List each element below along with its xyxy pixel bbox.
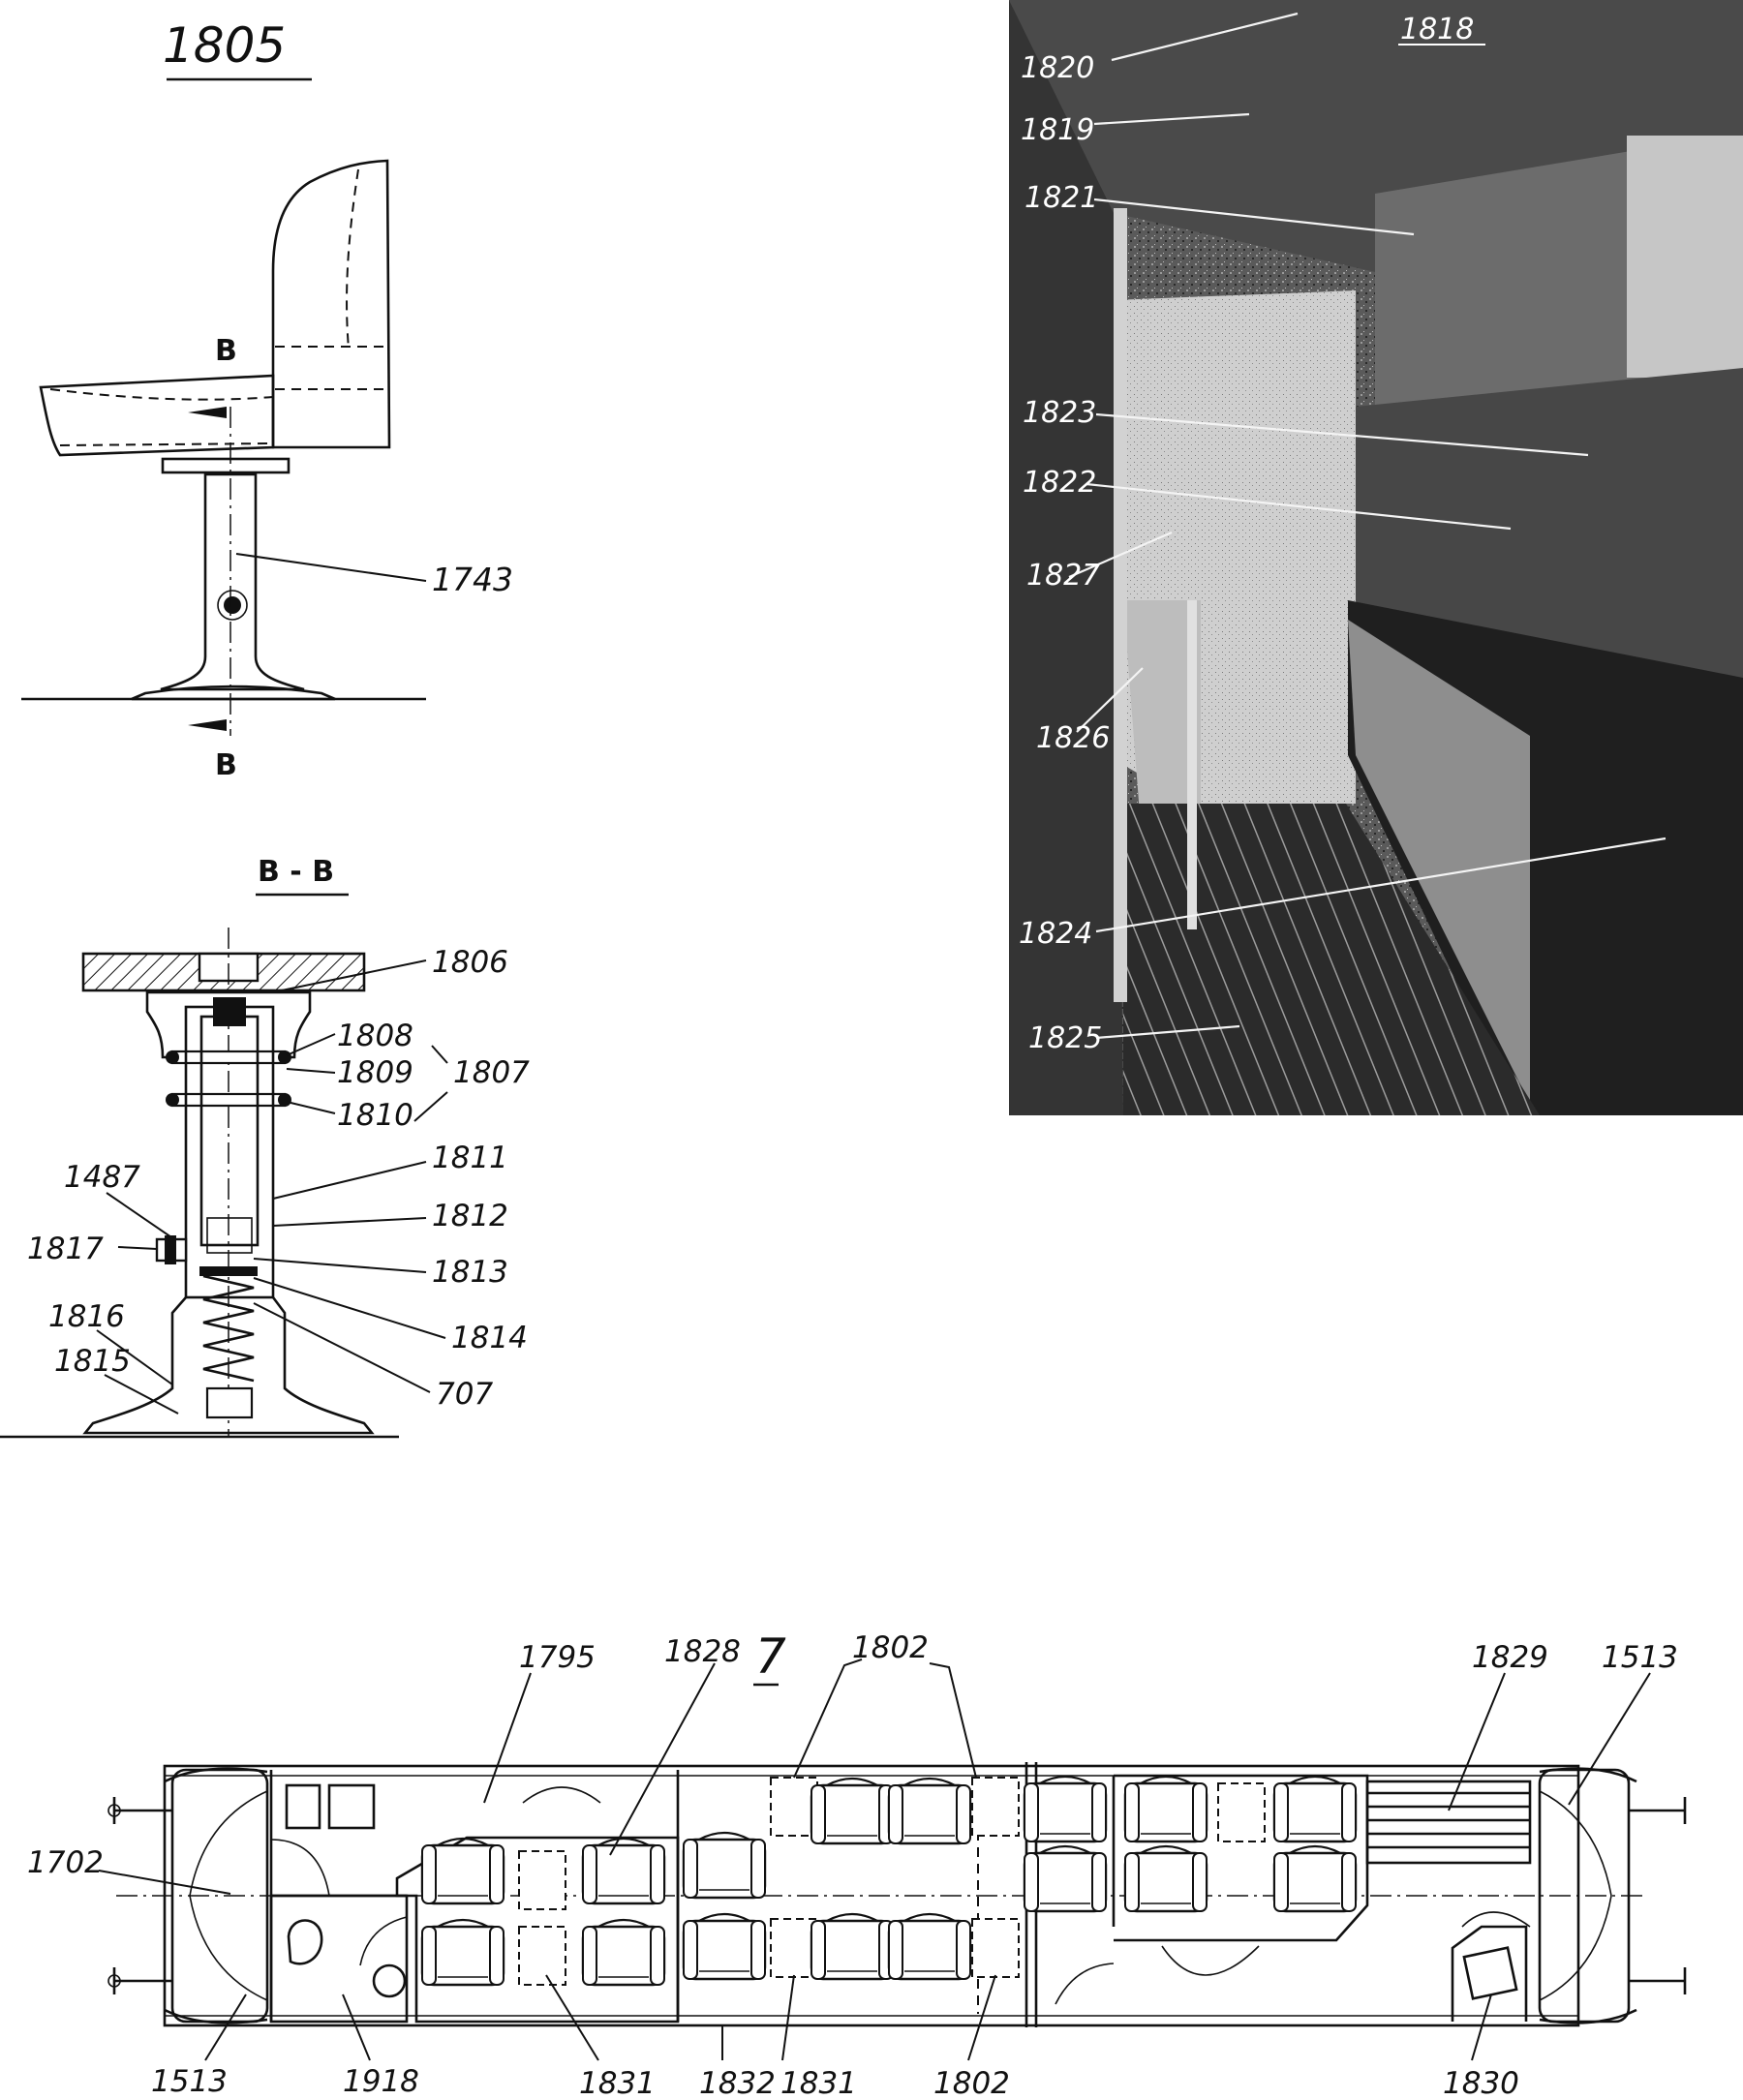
section-mark-top: B <box>215 334 237 368</box>
photo-label-1821: 1821 <box>1024 181 1098 215</box>
plan-label-1918: 1918 <box>343 2064 419 2099</box>
seat-figure-title: 1805 <box>163 17 286 74</box>
plan-label-1828: 1828 <box>664 1634 741 1669</box>
leader-1814 <box>253 1277 446 1339</box>
lock-pin-knob <box>165 1235 176 1264</box>
leader-1743 <box>235 553 427 582</box>
column-inner-sleeve <box>206 1217 253 1254</box>
photo-label-1824: 1824 <box>1019 917 1092 951</box>
section-title: B - B <box>258 855 334 889</box>
compartment-right <box>1114 1774 1369 1942</box>
plan-label-1831-a: 1831 <box>579 2066 656 2100</box>
label-1809: 1809 <box>337 1055 413 1090</box>
leader-1808 <box>286 1033 336 1056</box>
plan-label-1832: 1832 <box>699 2066 776 2100</box>
plan-label-1513-bottom: 1513 <box>151 2064 228 2099</box>
plan-label-1802-bottom: 1802 <box>933 2066 1010 2100</box>
plan-label-1829: 1829 <box>1472 1640 1548 1675</box>
leader-707 <box>253 1302 431 1393</box>
photo-floor <box>1123 804 1540 1115</box>
cushion-inner-dash <box>49 388 274 401</box>
leader-1811 <box>272 1161 427 1200</box>
luggage-racks <box>1365 1780 1532 1865</box>
photo-label-1822: 1822 <box>1023 466 1096 500</box>
photo-label-1818: 1818 <box>1400 13 1474 46</box>
label-1813: 1813 <box>432 1255 508 1290</box>
plan-label-1795: 1795 <box>519 1640 596 1675</box>
label-1807: 1807 <box>453 1055 530 1090</box>
flange-upper <box>170 1050 287 1065</box>
flange-lower <box>170 1092 287 1108</box>
seat-cushion <box>39 374 275 457</box>
label-1815: 1815 <box>54 1344 131 1379</box>
photo-label-1825: 1825 <box>1028 1021 1102 1055</box>
cabin-1830 <box>1451 1925 1528 2022</box>
photo-label-1827: 1827 <box>1026 559 1100 593</box>
plan-title: 7 <box>755 1628 786 1685</box>
label-1816: 1816 <box>48 1299 125 1334</box>
photo-label-1819: 1819 <box>1021 113 1094 147</box>
label-1743: 1743 <box>432 561 513 598</box>
bearing-block <box>145 990 312 1059</box>
leader-1807b <box>413 1091 448 1122</box>
housing-base-plug <box>205 1386 254 1419</box>
plan-label-1702: 1702 <box>27 1845 104 1880</box>
leader-1809 <box>286 1068 336 1074</box>
section-mark-bottom: B <box>215 748 237 782</box>
plan-label-1831-b: 1831 <box>780 2066 857 2100</box>
cushion-bottom-dash <box>59 442 274 446</box>
label-1806: 1806 <box>432 945 508 980</box>
backrest-inner-dash <box>346 168 359 350</box>
interior-photo: 1818 1820 1819 1821 1823 1822 1827 1826 … <box>1009 0 1743 1115</box>
seat-mounting-plate <box>161 457 290 474</box>
coach-floor-plan: 7 <box>27 1628 1687 2100</box>
leader-1817 <box>117 1246 158 1250</box>
leader-1816 <box>96 1329 173 1385</box>
label-1808: 1808 <box>337 1019 413 1053</box>
plan-label-1802-top: 1802 <box>852 1630 929 1665</box>
seat-backrest <box>271 159 391 449</box>
shaft-head <box>213 997 246 1026</box>
leader-1815 <box>104 1374 179 1415</box>
label-1811: 1811 <box>432 1141 508 1175</box>
spring <box>202 1274 255 1383</box>
leader-1806 <box>276 959 427 992</box>
label-1810: 1810 <box>337 1098 413 1133</box>
photo-label-1823: 1823 <box>1023 396 1096 430</box>
lower-housing <box>82 1296 375 1435</box>
leader-1810 <box>286 1101 336 1114</box>
leader-1812 <box>272 1217 427 1227</box>
seat-side-view: 1805 B B 1743 <box>21 17 513 782</box>
leader-1813 <box>253 1258 427 1273</box>
label-1814: 1814 <box>451 1321 528 1355</box>
section-b-b: B - B <box>0 855 530 1439</box>
spring-cap <box>199 1266 258 1276</box>
photo-label-1820: 1820 <box>1021 51 1094 85</box>
leader-1807a <box>431 1045 448 1064</box>
label-1487: 1487 <box>64 1160 140 1195</box>
photo-label-1826: 1826 <box>1036 721 1110 755</box>
leader-1487 <box>106 1192 175 1240</box>
plan-label-1513-top: 1513 <box>1602 1640 1678 1675</box>
plan-label-1830: 1830 <box>1443 2066 1519 2100</box>
seat-column <box>160 472 305 691</box>
seat-base <box>131 685 336 701</box>
lavatory <box>269 1894 409 2024</box>
label-1812: 1812 <box>432 1199 508 1233</box>
label-707: 707 <box>436 1377 493 1412</box>
label-1817: 1817 <box>27 1232 104 1266</box>
column-locking-knob <box>224 596 241 614</box>
